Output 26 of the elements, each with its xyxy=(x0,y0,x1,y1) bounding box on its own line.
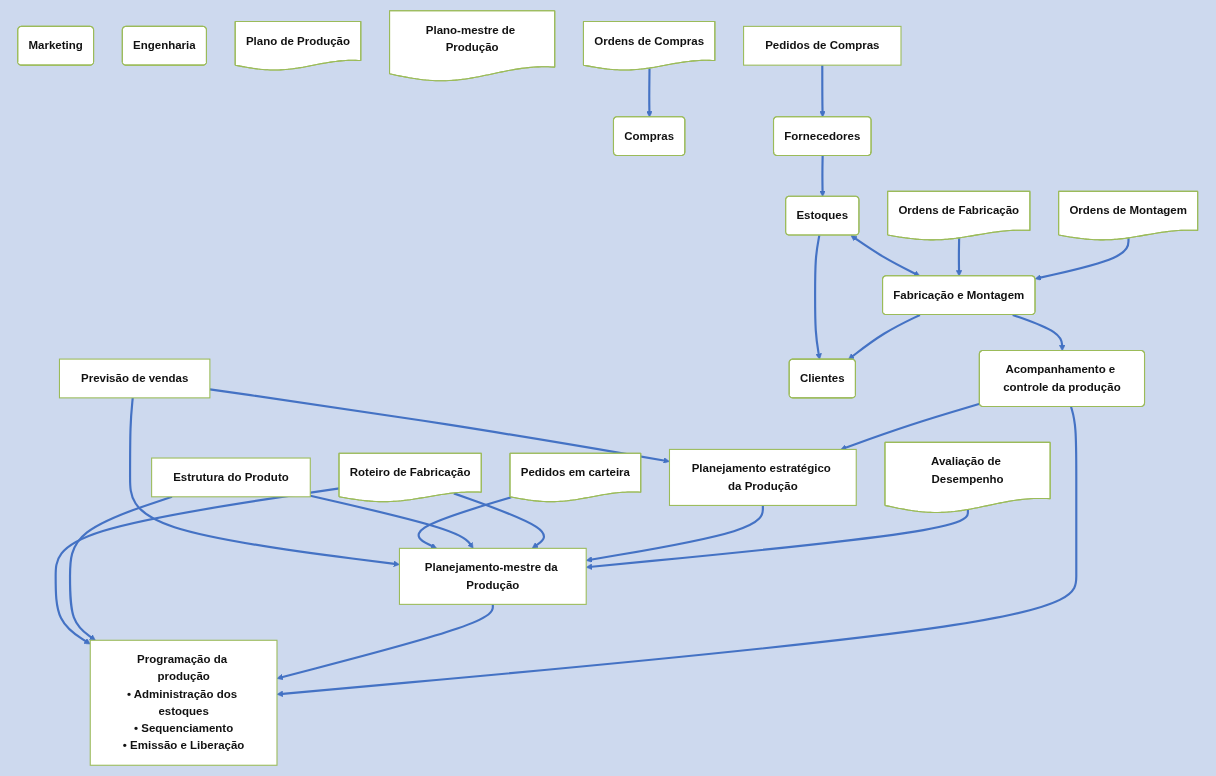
node-box: Planejamento-mestre da Produção xyxy=(399,547,587,605)
node-box: Estrutura do Produto xyxy=(151,457,312,498)
node-box: Pedidos de Compras xyxy=(743,25,902,66)
arrow xyxy=(819,65,826,118)
node-box: Planejamento estratégico da Produção xyxy=(669,448,858,506)
arrow xyxy=(850,235,921,277)
arrow xyxy=(586,509,970,570)
arrow xyxy=(277,604,495,681)
arrow xyxy=(956,238,963,277)
arrow xyxy=(453,492,546,549)
arrow xyxy=(417,496,512,549)
arrow xyxy=(310,494,474,549)
arrow xyxy=(646,68,653,118)
arrow xyxy=(69,495,173,641)
arrow xyxy=(1012,313,1066,352)
arrow xyxy=(129,397,400,567)
node-box: Previsão de vendas xyxy=(59,358,211,399)
node-box: Programação da produção • Administração dos estoques • Sequenciamento • Emissão e Liberação xyxy=(90,639,278,766)
arrow xyxy=(277,406,1078,697)
arrow xyxy=(819,155,826,197)
arrow xyxy=(848,313,921,360)
arrow xyxy=(54,487,340,645)
arrow xyxy=(1035,238,1130,281)
arrow xyxy=(814,235,823,360)
arrow xyxy=(586,505,765,563)
arrow xyxy=(840,402,981,451)
